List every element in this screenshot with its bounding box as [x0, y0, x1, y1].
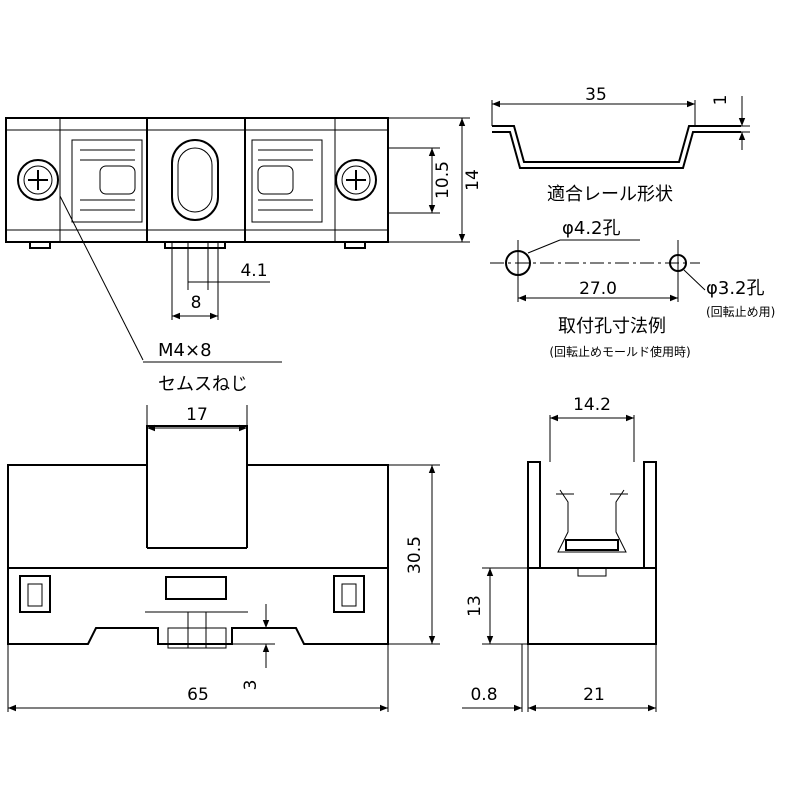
screw-leader: [59, 195, 144, 361]
latch-right-icon: [333, 575, 365, 613]
dim-3: 3: [241, 680, 261, 691]
mounting-caption: 取付孔寸法例: [558, 316, 666, 337]
dim-65: 65: [187, 685, 209, 705]
dim-17: 17: [186, 405, 208, 425]
front-view: [7, 405, 440, 712]
dim-10-5: 10.5: [433, 161, 453, 199]
hole-large-label: φ4.2孔: [562, 218, 621, 239]
dim-0-8: 0.8: [470, 685, 497, 705]
side-view: [462, 414, 657, 712]
dim-35: 35: [585, 85, 607, 105]
rail-profile: [491, 96, 750, 169]
dim-21: 21: [583, 685, 605, 705]
dim-27: 27.0: [579, 279, 617, 299]
dim-30-5: 30.5: [405, 536, 425, 574]
screw-name-label: セムスねじ: [158, 374, 248, 395]
center-slot: [171, 139, 219, 221]
dim-4-1: 4.1: [240, 261, 267, 281]
dim-8: 8: [191, 293, 202, 313]
screw-spec-label: M4×8: [158, 340, 212, 361]
mounting-note: (回転止めモールド使用時): [549, 344, 690, 359]
dim-13: 13: [465, 595, 485, 617]
hole-small-note: (回転止め用): [706, 305, 775, 319]
rail-caption: 適合レール形状: [547, 184, 673, 205]
latch-left-icon: [19, 575, 51, 613]
top-view-outline: [5, 117, 389, 243]
screw-left-icon: [17, 159, 59, 201]
dim-1: 1: [711, 95, 731, 106]
dim-14-2: 14.2: [573, 395, 611, 415]
hole-small-label: φ3.2孔: [706, 278, 765, 299]
mounting-holes: [490, 239, 706, 302]
top-view: [5, 117, 470, 363]
front-view-outline: [7, 425, 389, 569]
side-base: [527, 567, 657, 645]
screw-right-icon: [335, 159, 377, 201]
dim-14: 14: [463, 169, 483, 191]
